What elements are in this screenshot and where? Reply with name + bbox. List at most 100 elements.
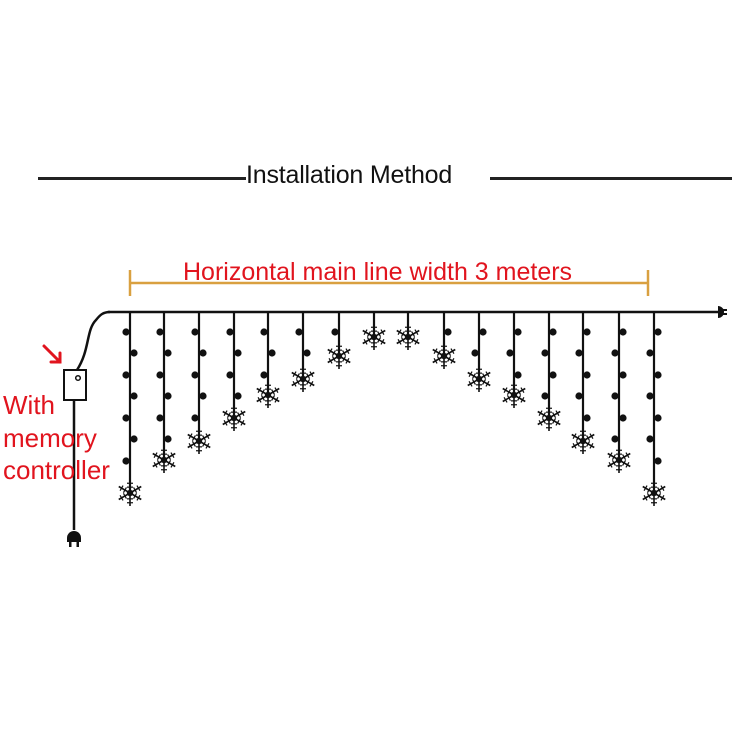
led-bulb <box>583 414 591 422</box>
light-strand <box>467 312 491 392</box>
led-bulb <box>191 414 199 422</box>
snowflake-icon <box>537 405 561 431</box>
led-bulb <box>646 392 654 400</box>
header-rule-right <box>490 177 732 180</box>
led-bulb <box>611 435 619 443</box>
led-bulb <box>654 414 662 422</box>
led-bulb <box>444 328 452 336</box>
led-bulb <box>234 392 242 400</box>
led-bulb <box>199 349 207 357</box>
led-bulb <box>619 328 627 336</box>
light-strand <box>187 312 211 454</box>
snowflake-icon <box>187 428 211 454</box>
arrow-icon <box>42 344 62 364</box>
header-rule-left <box>38 177 246 180</box>
led-bulb <box>514 371 522 379</box>
light-strand <box>291 312 315 392</box>
light-strand <box>642 312 666 506</box>
led-bulb <box>164 435 172 443</box>
led-bulb <box>619 414 627 422</box>
led-bulb <box>549 328 557 336</box>
snowflake-icon <box>642 480 666 506</box>
light-strand <box>118 312 142 506</box>
led-bulb <box>199 392 207 400</box>
snowflake-icon <box>327 343 351 369</box>
led-bulb <box>303 349 311 357</box>
led-bulb <box>295 328 303 336</box>
light-strand <box>256 312 280 408</box>
led-bulb <box>226 371 234 379</box>
snowflake-icon <box>396 324 420 350</box>
light-strand <box>152 312 176 473</box>
light-strand <box>571 312 595 454</box>
led-bulb <box>130 435 138 443</box>
snowflake-icon <box>362 324 386 350</box>
led-bulb <box>583 371 591 379</box>
light-strand <box>537 312 561 431</box>
led-bulb <box>654 371 662 379</box>
led-bulb <box>514 328 522 336</box>
light-strand <box>432 312 456 369</box>
led-bulb <box>646 349 654 357</box>
led-bulb <box>260 371 268 379</box>
section-header: Installation Method <box>0 160 750 196</box>
snowflake-icon <box>467 366 491 392</box>
led-bulb <box>156 414 164 422</box>
led-bulb <box>164 349 172 357</box>
end-connector-icon <box>718 306 727 318</box>
light-strand <box>327 312 351 369</box>
led-bulb <box>541 392 549 400</box>
led-bulb <box>506 349 514 357</box>
led-bulb <box>191 371 199 379</box>
led-bulb <box>611 392 619 400</box>
power-plug-icon <box>67 531 81 547</box>
led-bulb <box>331 328 339 336</box>
strand-group <box>118 312 666 506</box>
led-bulb <box>471 349 479 357</box>
led-bulb <box>654 328 662 336</box>
controller-label-line-1: With <box>3 390 55 420</box>
snowflake-icon <box>502 382 526 408</box>
led-bulb <box>234 349 242 357</box>
led-bulb <box>156 328 164 336</box>
led-bulb <box>130 392 138 400</box>
led-bulb <box>611 349 619 357</box>
led-bulb <box>619 371 627 379</box>
light-strand <box>362 312 386 350</box>
led-bulb <box>260 328 268 336</box>
led-bulb <box>122 414 130 422</box>
led-bulb <box>226 328 234 336</box>
led-bulb <box>122 457 130 465</box>
led-bulb <box>549 371 557 379</box>
led-bulb <box>122 328 130 336</box>
led-bulb <box>130 349 138 357</box>
led-bulb <box>122 371 130 379</box>
controller-box-icon <box>63 369 87 401</box>
snowflake-icon <box>571 428 595 454</box>
snowflake-icon <box>607 447 631 473</box>
page-title: Installation Method <box>246 161 453 189</box>
led-bulb <box>268 349 276 357</box>
controller-label-line-3: controller <box>3 455 110 485</box>
led-bulb <box>541 349 549 357</box>
led-bulb <box>646 435 654 443</box>
dimension-marker <box>128 270 650 296</box>
lead-cable <box>75 310 111 371</box>
snowflake-icon <box>222 405 246 431</box>
led-bulb <box>654 457 662 465</box>
led-bulb <box>156 371 164 379</box>
led-bulb <box>575 392 583 400</box>
snowflake-icon <box>152 447 176 473</box>
light-strand <box>502 312 526 408</box>
led-bulb <box>583 328 591 336</box>
led-bulb <box>479 328 487 336</box>
snowflake-icon <box>118 480 142 506</box>
snowflake-icon <box>291 366 315 392</box>
dimension-label: Horizontal main line width 3 meters <box>183 258 573 286</box>
light-strand <box>607 312 631 473</box>
light-strand <box>396 312 420 350</box>
light-strand <box>222 312 246 431</box>
snowflake-icon <box>256 382 280 408</box>
led-bulb <box>164 392 172 400</box>
